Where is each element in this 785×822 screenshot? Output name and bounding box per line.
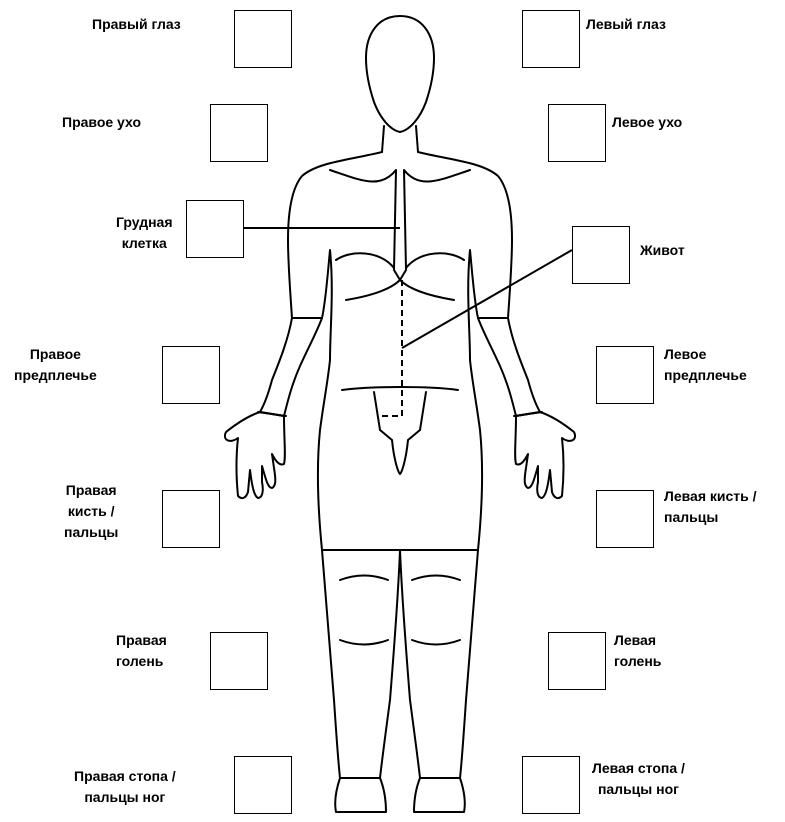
checkbox-left-forearm[interactable]: [596, 346, 654, 404]
label-right-hand: Правая кисть / пальцы: [64, 480, 118, 543]
label-abdomen: Живот: [640, 240, 685, 261]
checkbox-chest[interactable]: [186, 200, 244, 258]
right-arm-outline: [260, 318, 322, 416]
wrist-lines: [258, 412, 542, 416]
label-left-shin: Левая голень: [614, 630, 661, 672]
abdomen-pointer-line: [402, 250, 572, 348]
label-chest: Грудная клетка: [116, 212, 173, 254]
checkbox-right-foot[interactable]: [234, 756, 292, 814]
neck-outline: [382, 126, 418, 152]
label-left-ear: Левое ухо: [612, 112, 682, 133]
label-left-foot: Левая стопа / пальцы ног: [592, 758, 685, 800]
left-arm-outline: [478, 318, 540, 416]
torso-outline: [288, 152, 512, 550]
label-left-hand: Левая кисть / пальцы: [664, 486, 757, 528]
left-hand-outline: [515, 412, 575, 498]
checkbox-abdomen[interactable]: [572, 226, 630, 284]
checkbox-right-forearm[interactable]: [162, 346, 220, 404]
label-right-forearm: Правое предплечье: [14, 344, 97, 386]
checkbox-right-hand[interactable]: [162, 490, 220, 548]
label-left-eye: Левый глаз: [586, 14, 666, 35]
label-right-ear: Правое ухо: [62, 112, 141, 133]
abdomen-dashed-marker: [378, 280, 402, 416]
label-right-foot: Правая стопа / пальцы ног: [74, 766, 176, 808]
chest-lines: [330, 170, 470, 280]
label-right-eye: Правый глаз: [92, 14, 181, 35]
checkbox-right-eye[interactable]: [234, 10, 292, 68]
label-left-forearm: Левое предплечье: [664, 344, 747, 386]
checkbox-left-foot[interactable]: [522, 756, 580, 814]
checkbox-left-eye[interactable]: [522, 10, 580, 68]
checkbox-right-shin[interactable]: [210, 632, 268, 690]
abdomen-lines: [342, 280, 458, 474]
right-leg-outline: [322, 550, 400, 778]
right-foot-outline: [335, 778, 386, 812]
checkbox-left-ear[interactable]: [548, 104, 606, 162]
right-hand-outline: [225, 412, 285, 498]
checkbox-left-shin[interactable]: [548, 632, 606, 690]
checkbox-left-hand[interactable]: [596, 490, 654, 548]
left-foot-outline: [414, 778, 465, 812]
head-outline: [366, 16, 434, 132]
knee-lines: [340, 576, 460, 645]
checkbox-right-ear[interactable]: [210, 104, 268, 162]
label-right-shin: Правая голень: [116, 630, 167, 672]
left-leg-outline: [400, 550, 478, 778]
